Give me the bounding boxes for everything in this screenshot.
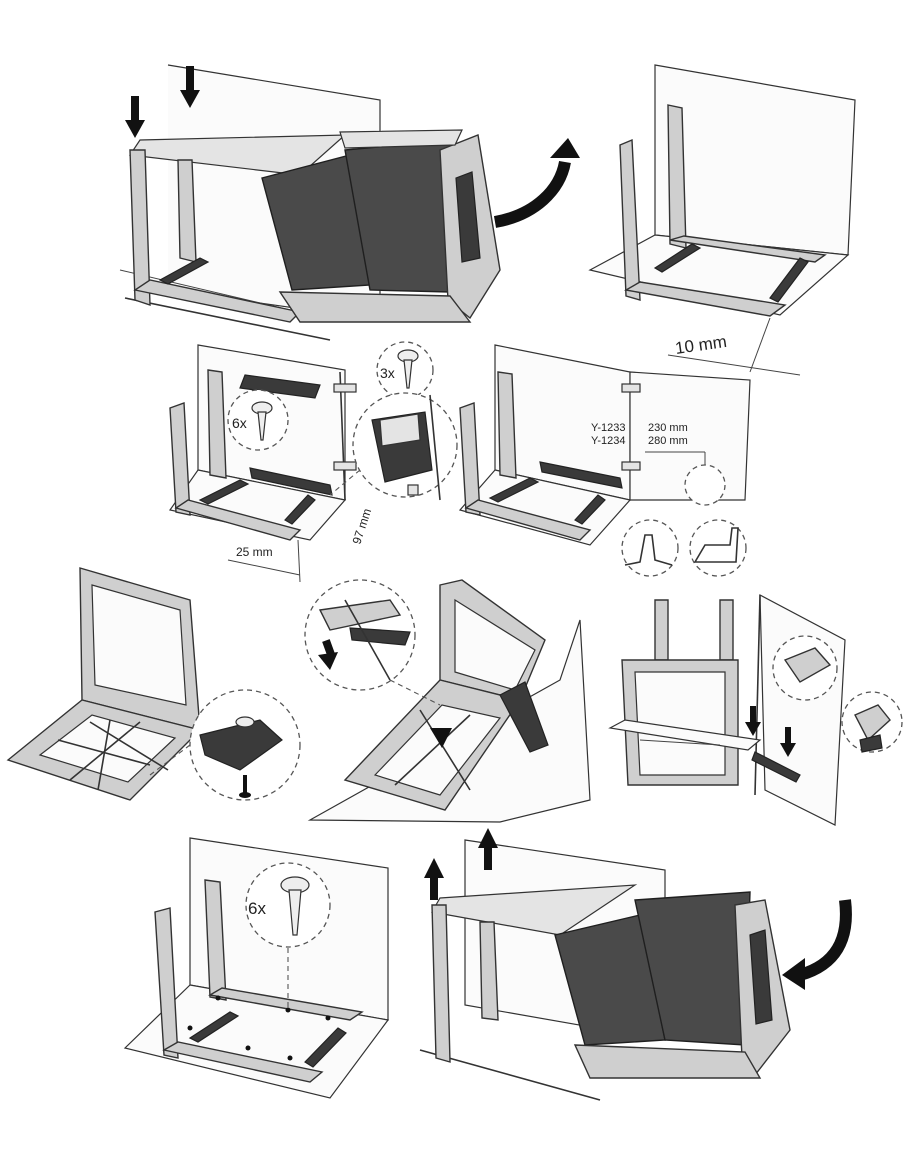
screw-icon (251, 401, 273, 441)
step7-panel (608, 593, 903, 826)
cabinet-door (759, 593, 846, 826)
screw-detail-circle (227, 389, 289, 451)
up-arrow-icon (424, 858, 444, 900)
screw-icon (397, 349, 419, 389)
model-size: 230 mm (648, 422, 688, 434)
model-code: Y-1234 (591, 435, 625, 447)
screw-quantity: 6x (248, 899, 266, 918)
step3-panel: 6x 3x 25 mm 97 mm (168, 341, 458, 583)
step4-panel: Y-1233 230 mm Y-1234 280 mm (458, 344, 751, 577)
down-arrow-icon (745, 706, 761, 736)
dimension-label: 25 mm (236, 545, 273, 559)
down-arrow-icon (125, 96, 145, 138)
curved-arrow-icon (782, 899, 852, 990)
screw-quantity: 3x (380, 365, 395, 381)
frame-left-post (129, 149, 151, 306)
up-arrow-icon (478, 828, 498, 870)
step6-panel (304, 579, 591, 823)
step9-panel (419, 828, 852, 1101)
bracket (783, 647, 832, 683)
curved-arrow-icon (493, 138, 580, 228)
step8-panel: 6x (123, 837, 390, 1099)
frame-back-post (177, 159, 197, 263)
model-size: 280 mm (648, 435, 688, 447)
hinge-arm (499, 681, 549, 753)
step1-panel (119, 64, 580, 341)
screw-icon (235, 716, 255, 798)
screw-icon (280, 876, 310, 936)
step2-panel: 10 mm (588, 64, 856, 376)
clip-detail-circle (621, 519, 679, 577)
model-code: Y-1233 (591, 422, 625, 434)
step5-panel (6, 567, 301, 801)
detail-circle (684, 464, 726, 506)
screw-quantity: 6x (232, 415, 247, 431)
down-arrow-icon (780, 727, 796, 757)
dimension-label: 10 mm (674, 332, 728, 358)
down-arrow-icon (318, 639, 338, 670)
down-arrow-icon (180, 66, 200, 108)
dimension-label: 97 mm (350, 507, 375, 546)
frame-left-post (619, 138, 641, 301)
